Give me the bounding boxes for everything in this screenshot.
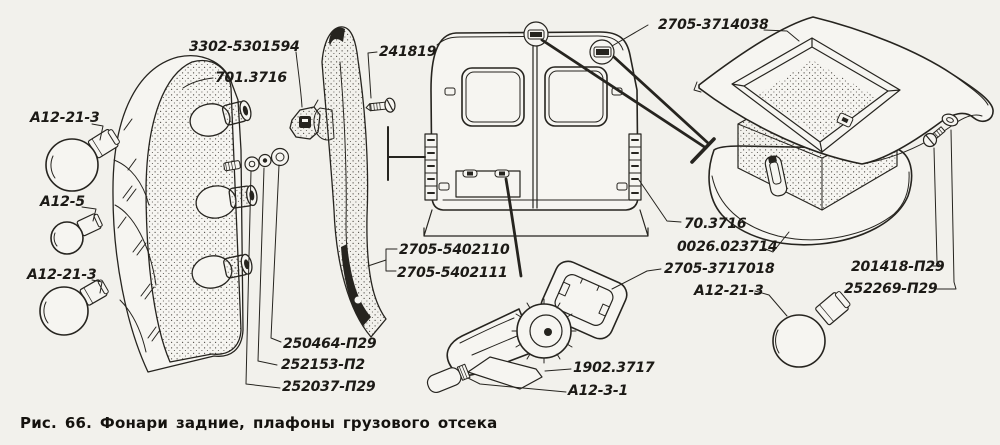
van-rear-view <box>423 21 649 237</box>
part-label-bulb-top: А12-21-3 <box>29 110 100 126</box>
bulb-a12-5 <box>50 213 103 255</box>
plafond-cover <box>693 16 994 165</box>
part-label-bulb-middle: А12-5 <box>39 194 85 210</box>
part-label-bulb-bottom: А12-21-3 <box>26 267 97 283</box>
part-label-connector: 3302-5301594 <box>189 39 300 55</box>
license-plate-lamp <box>446 298 577 390</box>
pointer-license-lamp <box>504 177 523 278</box>
fixing-nut <box>270 147 290 167</box>
bulb-a12-21-3-plafond <box>772 291 851 368</box>
pointer-tail-lamp <box>387 126 426 181</box>
screw-241819 <box>365 97 396 113</box>
license-plate-niche <box>455 169 521 198</box>
leader-lines <box>81 24 957 393</box>
bulb-a12-21-3-top <box>45 128 120 192</box>
part-label-bulb-plafond: А12-21-3 <box>693 283 764 299</box>
part-label-plafond-assembly: 0026.023714 <box>677 239 778 255</box>
flat-washer <box>258 153 272 168</box>
stud <box>223 160 241 172</box>
bulb-a12-21-3-bottom <box>39 279 109 336</box>
part-label-nut: 252037-П29 <box>282 379 376 395</box>
spring-washer <box>244 156 260 172</box>
van-tail-light-left <box>424 133 438 201</box>
van-window-right <box>544 66 608 127</box>
van-tail-light-right <box>628 133 642 201</box>
part-label-washer-spring: 250464-П29 <box>283 336 377 352</box>
plafond-screw <box>922 126 946 148</box>
tail-lamp-assembly <box>112 55 290 373</box>
part-label-screw-pillar: 241819 <box>379 44 437 60</box>
part-label-license-lamp: 1902.3717 <box>573 360 655 376</box>
van-bumper <box>423 209 649 237</box>
plafond-assembly-exploded <box>693 16 994 246</box>
socket-middle <box>228 184 258 209</box>
part-label-screw-plafond: 201418-П29 <box>851 259 945 275</box>
part-label-trim-upper: 2705-5402110 <box>399 242 510 258</box>
bulb-a12-3-1 <box>426 363 471 394</box>
plafond-washer <box>941 113 959 127</box>
socket-top <box>221 100 252 126</box>
glass-hatching <box>117 118 161 342</box>
figure-caption: Рис. 66. Фонари задние, плафоны грузовог… <box>20 414 497 432</box>
part-label-trim-lower: 2705-5402111 <box>397 265 508 281</box>
part-label-gasket: 2705-3717018 <box>664 261 775 277</box>
part-label-washer-plafond: 252269-П29 <box>844 281 938 297</box>
part-labels: 3302-5301594 701.3716 А12-21-3 А12-5 А12… <box>26 17 945 399</box>
roof-plafond-right <box>589 39 615 65</box>
part-label-washer-flat: 252153-П2 <box>281 357 365 373</box>
part-label-tail-lamp-right: 70.3716 <box>684 216 747 232</box>
pillar-panel <box>313 26 387 338</box>
van-window-left <box>461 67 525 127</box>
part-label-plafond-cover: 2705-3714038 <box>658 17 769 33</box>
part-label-tail-lamp-left: 701.3716 <box>215 70 287 86</box>
part-label-bulb-license: А12-3-1 <box>567 383 628 399</box>
knurled-ring <box>511 298 577 364</box>
pointer-plafond <box>540 38 710 150</box>
